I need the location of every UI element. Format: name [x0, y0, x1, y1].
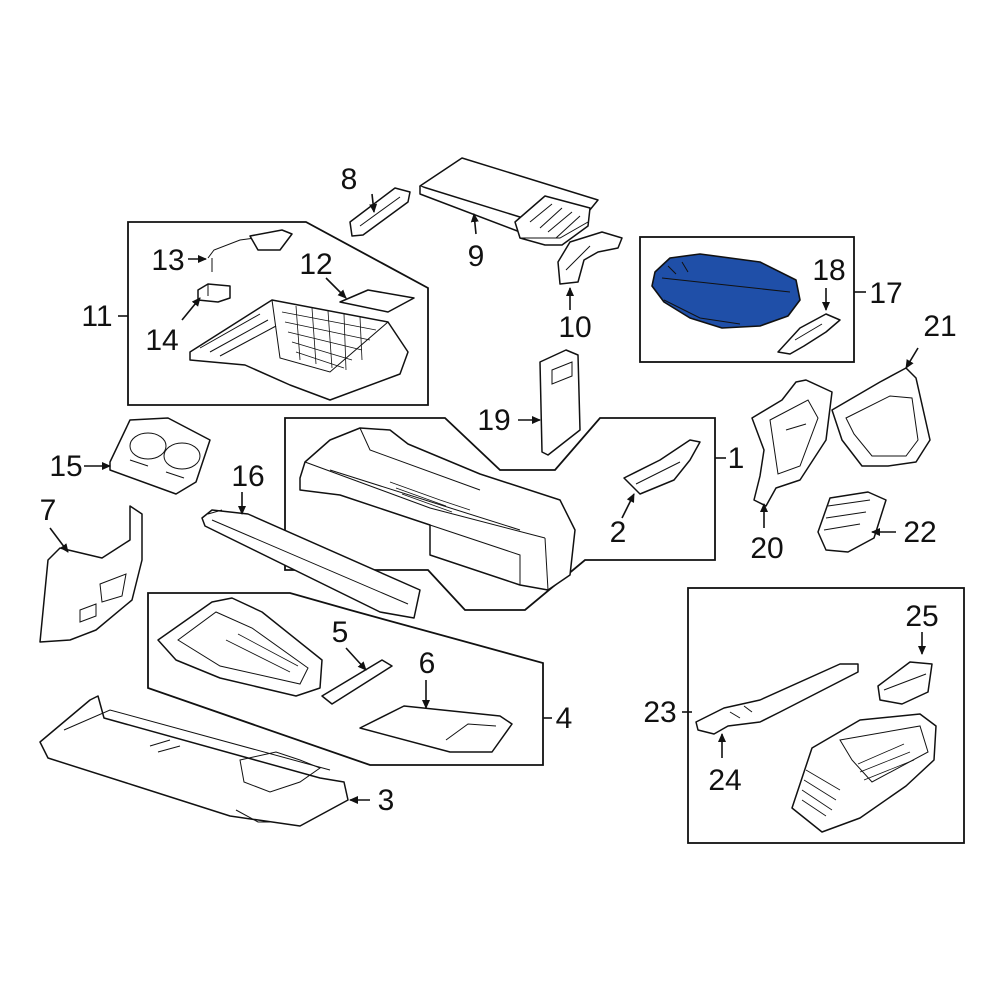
leader-2	[621, 493, 635, 519]
leader-7	[49, 527, 69, 553]
callout-25: 25	[905, 600, 938, 633]
part-6-mat[interactable]	[359, 705, 513, 753]
group-box-4	[147, 592, 544, 766]
callout-23: 23	[643, 696, 676, 729]
part-13-wire-harness[interactable]	[207, 229, 293, 272]
part-16-trim-strip[interactable]	[201, 509, 421, 619]
leader-21	[905, 347, 919, 369]
part-11-storage-tray[interactable]	[189, 299, 409, 401]
part-20-shifter-surround[interactable]	[751, 379, 833, 507]
callout-7: 7	[40, 494, 57, 527]
part-17-armrest-lid[interactable]	[651, 253, 801, 329]
leader-8	[369, 193, 378, 213]
callout-6: 6	[419, 647, 436, 680]
callout-2: 2	[610, 516, 627, 549]
group-box-17	[639, 236, 855, 363]
callout-8: 8	[341, 163, 358, 196]
callout-12: 12	[299, 248, 332, 281]
leader-12	[325, 277, 347, 299]
part-10-shifter-bezel[interactable]	[557, 231, 623, 285]
callout-11: 11	[81, 300, 112, 333]
callout-20: 20	[750, 532, 783, 565]
part-21-trim-bezel[interactable]	[831, 367, 931, 467]
callout-21: 21	[923, 310, 956, 343]
part-19-side-panel[interactable]	[539, 349, 581, 456]
part-14-clip[interactable]	[197, 283, 231, 303]
callout-15: 15	[49, 450, 82, 483]
callout-18: 18	[812, 254, 845, 287]
part-22-switch-module[interactable]	[817, 491, 887, 553]
part-24-bracket[interactable]	[695, 663, 859, 735]
group-box-1	[284, 417, 716, 611]
callout-16: 16	[231, 460, 264, 493]
group-box-23	[687, 587, 965, 844]
part-15-cup-holder[interactable]	[109, 417, 211, 495]
group-box-11	[127, 221, 429, 406]
callout-5: 5	[332, 616, 349, 649]
part-1-console-body[interactable]	[299, 427, 576, 591]
callout-1: 1	[728, 442, 745, 475]
leader-5	[345, 647, 367, 671]
part-3-lower-trim[interactable]	[39, 695, 349, 827]
callout-14: 14	[145, 324, 178, 357]
part-8-trim-strip[interactable]	[349, 187, 411, 237]
part-23-control-module[interactable]	[791, 713, 937, 833]
callout-10: 10	[558, 311, 591, 344]
callout-17: 17	[869, 277, 902, 310]
callout-3: 3	[378, 784, 395, 817]
leader-14	[181, 297, 201, 321]
callout-13: 13	[151, 244, 184, 277]
part-5-strip[interactable]	[321, 659, 393, 705]
leader-9	[470, 213, 479, 235]
part-4-tray[interactable]	[157, 597, 323, 697]
callout-9: 9	[468, 240, 485, 273]
callout-19: 19	[477, 404, 510, 437]
callout-24: 24	[708, 764, 741, 797]
part-18-bracket[interactable]	[777, 313, 841, 355]
part-7-side-trim-panel[interactable]	[39, 505, 143, 643]
part-9-console-top-panel[interactable]	[419, 157, 599, 246]
callout-4: 4	[556, 702, 573, 735]
part-25-switch[interactable]	[877, 661, 933, 705]
part-12-mat[interactable]	[339, 289, 415, 313]
part-2-cover-plate[interactable]	[623, 439, 701, 495]
callout-22: 22	[903, 516, 936, 549]
